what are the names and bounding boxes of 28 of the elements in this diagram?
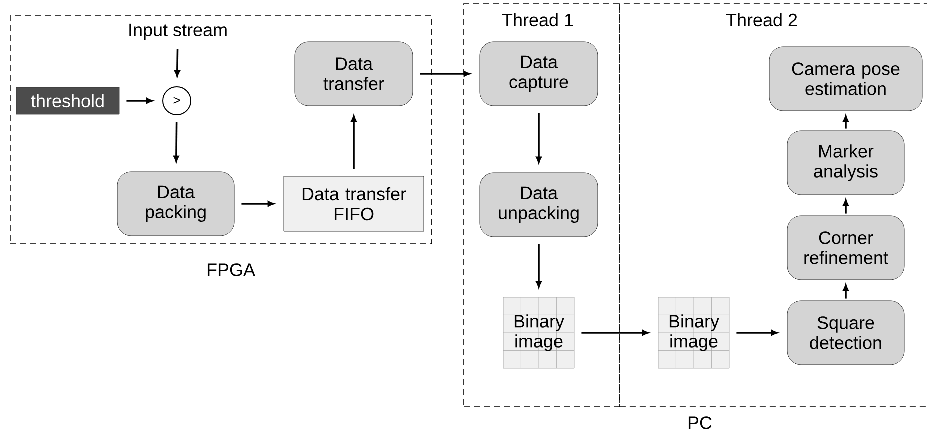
arrow: [843, 116, 849, 129]
process-box: Data unpacking: [480, 172, 598, 238]
fifo-box: Data transfer FIFO: [284, 176, 424, 232]
process-box: Square detection: [787, 300, 905, 366]
group-caption: PC: [688, 416, 712, 430]
process-box: Data capture: [480, 42, 598, 106]
arrow: [843, 284, 849, 299]
arrow: [351, 116, 357, 170]
process-box: Camera pose estimation: [769, 46, 923, 112]
arrow: [126, 98, 153, 104]
binary-image-grid: Binary image: [658, 297, 730, 369]
threshold-box: threshold: [16, 87, 120, 115]
process-box: Corner refinement: [787, 216, 905, 280]
process-box: Marker analysis: [787, 130, 905, 196]
arrow: [174, 49, 180, 77]
arrow: [174, 122, 180, 162]
arrow: [843, 200, 849, 214]
arrow: [536, 244, 542, 288]
input-label: Input stream: [130, 24, 227, 40]
arrow: [536, 113, 542, 164]
arrow: [582, 330, 649, 336]
process-box: Data transfer: [294, 42, 414, 106]
process-box: Data packing: [117, 172, 235, 236]
arrow: [736, 330, 778, 336]
arrow: [420, 71, 470, 77]
binary-image-grid: Binary image: [503, 297, 575, 369]
node-label: FPGA: [208, 264, 256, 276]
arrow: [242, 201, 274, 207]
